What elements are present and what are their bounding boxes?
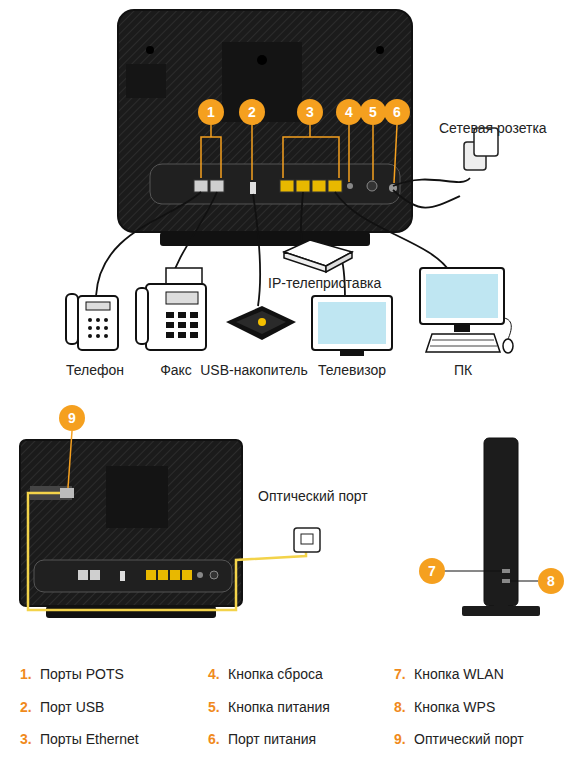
callout-number: 4 (345, 105, 353, 119)
list-text: Кнопка WPS (414, 699, 495, 715)
list-number: 7. (394, 666, 406, 682)
list-number: 2. (20, 699, 32, 715)
list-text: Порт USB (40, 699, 104, 715)
callout-circle: 1 (198, 99, 224, 125)
list-text: Оптический порт (414, 731, 524, 747)
callout-number: 2 (248, 105, 256, 119)
callout-circle: 6 (384, 99, 410, 125)
list-number: 9. (394, 731, 406, 747)
device-caption: Телефон (66, 362, 124, 378)
device-caption: IP-телеприставка (268, 275, 381, 291)
callout-circle: 8 (538, 568, 564, 594)
device-caption: Факс (160, 362, 192, 378)
callout-number: 6 (393, 105, 401, 119)
list-number: 5. (208, 699, 220, 715)
callout-number: 1 (207, 105, 215, 119)
callout-circle: 9 (59, 405, 85, 431)
list-number: 6. (208, 731, 220, 747)
list-text: Кнопка WLAN (414, 666, 504, 682)
callout-number: 9 (68, 411, 76, 425)
list-number: 3. (20, 731, 32, 747)
list-number: 8. (394, 699, 406, 715)
device-caption: Телевизор (318, 362, 386, 378)
callout-circle: 7 (419, 558, 445, 584)
list-number: 4. (208, 666, 220, 682)
callout-number: 5 (369, 105, 377, 119)
list-text: Порты POTS (40, 666, 124, 682)
list-text: Кнопка сброса (228, 666, 323, 682)
device-caption: USB-накопитель (200, 362, 307, 378)
callout-circle: 5 (360, 99, 386, 125)
device-caption: Сетевая розетка (439, 120, 547, 136)
device-caption: ПК (454, 362, 472, 378)
callout-number: 3 (306, 105, 314, 119)
callout-number: 8 (547, 574, 555, 588)
list-number: 1. (20, 666, 32, 682)
list-text: Порты Ethernet (40, 731, 139, 747)
callout-circle: 4 (336, 99, 362, 125)
list-text: Кнопка питания (228, 699, 330, 715)
callout-circle: 3 (297, 99, 323, 125)
list-text: Порт питания (228, 731, 316, 747)
callout-number: 7 (428, 564, 436, 578)
callout-circle: 2 (239, 99, 265, 125)
device-caption: Оптический порт (258, 488, 368, 504)
